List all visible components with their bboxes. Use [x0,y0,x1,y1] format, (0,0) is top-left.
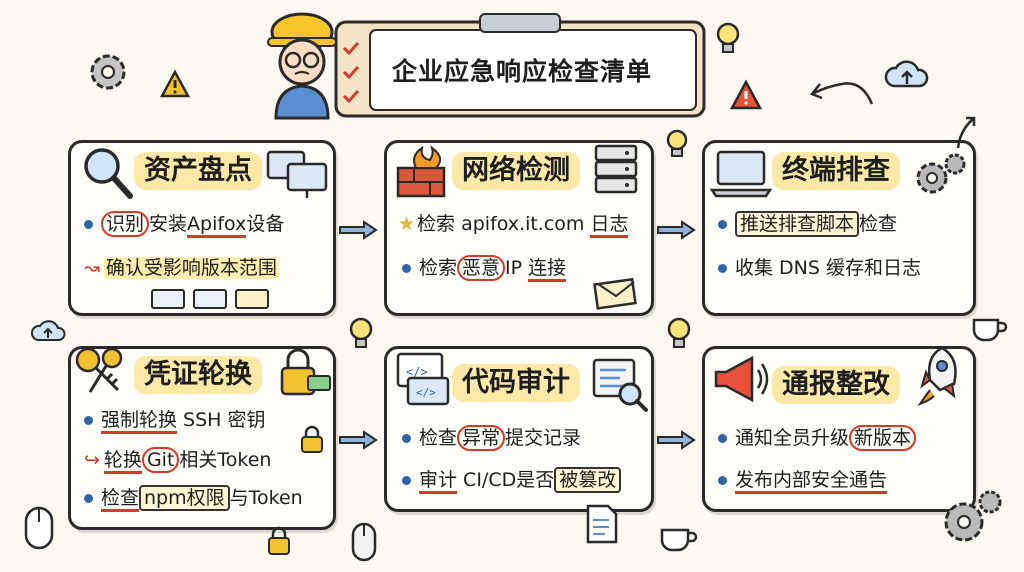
flow-arrow-icon [657,430,696,450]
server-icon [594,144,638,194]
browser-windows-icon [151,289,269,309]
megaphone-icon [714,355,769,403]
card-title: 终端排查 [772,152,900,190]
bullet-dot [402,476,411,485]
code-review-icon [592,358,648,412]
bullet-dot [718,220,727,229]
monitors-icon [266,150,328,198]
cloud-upload-icon [884,60,929,88]
bullet-dot [402,264,411,273]
bullet-dot [402,434,411,443]
document-icon [586,504,618,544]
bullet-dot [84,220,93,229]
bullet-dot [84,416,93,425]
arrow-icon: ↪ [84,449,100,471]
curved-arrow-icon [809,82,874,105]
list-item: 检查异常提交记录 [402,424,581,452]
rocket-icon [917,346,957,407]
gear-icon [90,54,126,90]
envelope-icon [593,277,637,310]
arrow-icon: ↝ [84,257,100,279]
gears-icon [916,153,966,194]
worker-avatar-icon [267,12,337,120]
svg-text:</>: </> [416,386,436,399]
card-title: 代码审计 [452,364,580,402]
card-title: 通报整改 [772,366,900,404]
list-item: 推送排查脚本检查 [718,210,897,238]
lightbulb-icon [667,317,691,348]
list-item: 审计 CI/CD是否被篡改 [402,466,622,494]
keys-icon [75,347,123,393]
firewall-icon [396,145,446,198]
flow-arrow-icon [657,220,696,240]
bullet-dot [718,476,727,485]
mouse-icon [351,522,377,562]
warning-icon [729,79,763,110]
curved-arrow-icon [956,116,976,149]
card-title: 资产盘点 [134,152,262,190]
lightbulb-icon [666,129,688,157]
bullet-dot [84,494,93,503]
title-clipboard [330,13,710,120]
coffee-cup-icon [972,318,1008,342]
list-item: ↝确认受影响版本范围 [84,257,279,279]
clipboard-icon [334,13,706,118]
gears-icon [944,490,1002,542]
coffee-cup-icon [660,528,698,552]
cloud-upload-icon [30,320,66,341]
bullet-dot [718,434,727,443]
star-icon: ★ [398,213,416,235]
list-item: 识别安装Apifox设备 [84,210,284,238]
laptop-icon [709,150,773,198]
flow-arrow-icon [339,220,378,240]
list-item: 强制轮换 SSH 密钥 [84,406,266,434]
padlock-icon [301,425,323,453]
mouse-icon [24,506,54,550]
list-item: 发布内部安全通告 [718,466,888,494]
lightbulb-icon [349,317,373,348]
code-window-icon: </> </> [396,352,450,406]
bullet-dot [718,264,727,273]
padlock-icon [268,526,290,555]
page-title: 企业应急响应检查清单 [392,57,653,86]
warning-icon [159,69,191,98]
magnifier-icon [84,148,133,199]
card-title: 网络检测 [452,152,580,190]
svg-text:</>: </> [406,365,428,379]
card-title: 凭证轮换 [134,356,262,394]
list-item: ★检索 apifox.it.com 日志 [398,210,629,238]
list-item: 收集 DNS 缓存和日志 [718,254,921,282]
padlock-icon [280,348,331,396]
list-item: 通知全员升级新版本 [718,424,917,452]
lightbulb-icon [716,22,740,53]
flow-arrow-icon [339,430,378,450]
